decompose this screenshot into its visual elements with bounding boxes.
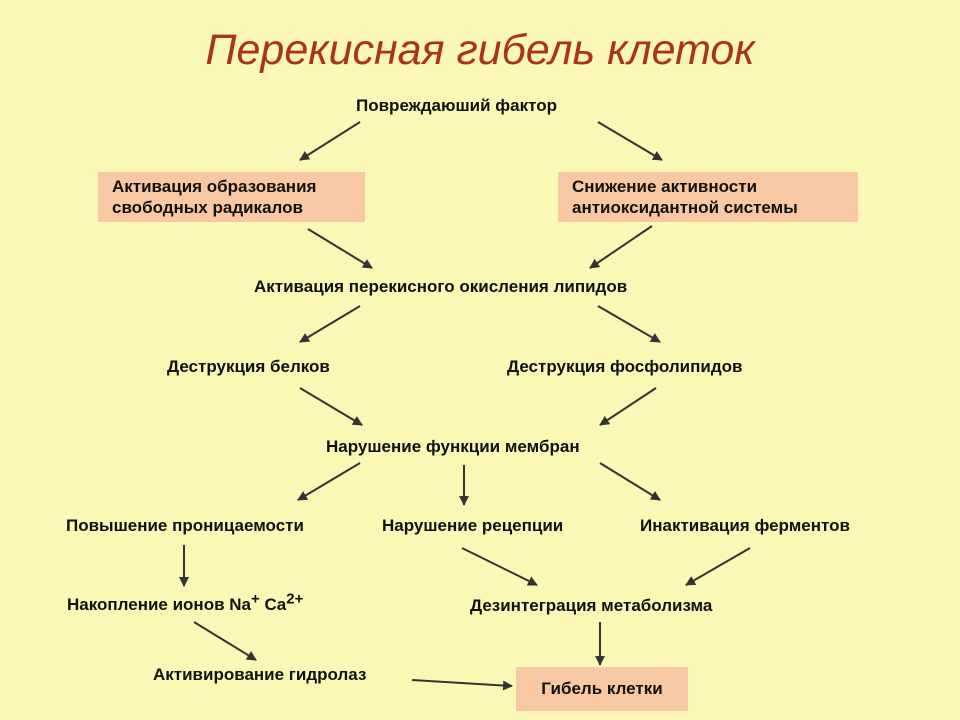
node-reception: Нарушение рецепции — [382, 516, 564, 535]
free-radicals-line1: Активация образования — [112, 177, 317, 196]
arrow-proteins-to-membrane — [299, 387, 363, 426]
arrow-ions-to-hydrolases — [193, 621, 257, 661]
node-lipid-peroxidation: Активация перекисного окисления липидов — [254, 277, 628, 296]
node-phospholipid-destruction: Деструкция фосфолипидов — [507, 357, 743, 376]
arrow-antioxidant-to-peroxidation — [589, 225, 653, 269]
node-enzyme-inactivation: Инактивация ферментов — [640, 516, 850, 535]
arrow-phospholipids-to-membrane — [599, 387, 657, 426]
node-hydrolases: Активирование гидролаз — [153, 665, 367, 684]
node-protein-destruction: Деструкция белков — [167, 357, 330, 376]
node-ion-accumulation: Накопление ионов Na+ Ca2+ — [67, 591, 303, 615]
arrow-reception-to-metabolism — [461, 547, 538, 586]
node-membrane-dysfunction: Нарушение функции мембран — [326, 437, 580, 456]
free-radicals-line2: свободных радикалов — [112, 198, 303, 217]
node-metabolism: Дезинтеграция метаболизма — [470, 596, 713, 615]
arrow-factor-to-antioxidant — [597, 121, 663, 161]
page-title: Перекисная гибель клеток — [205, 26, 755, 74]
ion-sup-na: + — [251, 590, 260, 608]
node-cell-death: Гибель клетки — [516, 667, 688, 711]
node-antioxidant: Снижение активности антиоксидантной сист… — [558, 172, 858, 222]
ion-text: Накопление ионов Na — [67, 595, 251, 614]
arrow-membrane-to-permeability — [297, 462, 361, 501]
antioxidant-line2: антиоксидантной системы — [572, 198, 798, 217]
node-damaging-factor: Повреждаюший фактор — [356, 96, 557, 115]
ion-text2: Ca — [259, 595, 287, 614]
antioxidant-line1: Снижение активности — [572, 177, 758, 196]
arrow-peroxidation-to-phospholipids — [597, 305, 661, 343]
arrow-radicals-to-peroxidation — [307, 228, 373, 269]
arrow-membrane-to-enzymes — [599, 462, 661, 501]
ion-sup-ca: 2+ — [286, 590, 304, 608]
node-free-radicals: Активация образования свободных радикало… — [98, 172, 365, 222]
arrow-peroxidation-to-proteins — [299, 305, 361, 343]
arrow-factor-to-radicals — [299, 121, 361, 161]
arrow-hydrolases-to-death — [411, 679, 513, 691]
node-permeability: Повышение проницаемости — [66, 516, 304, 535]
arrow-enzymes-to-metabolism — [685, 547, 751, 586]
